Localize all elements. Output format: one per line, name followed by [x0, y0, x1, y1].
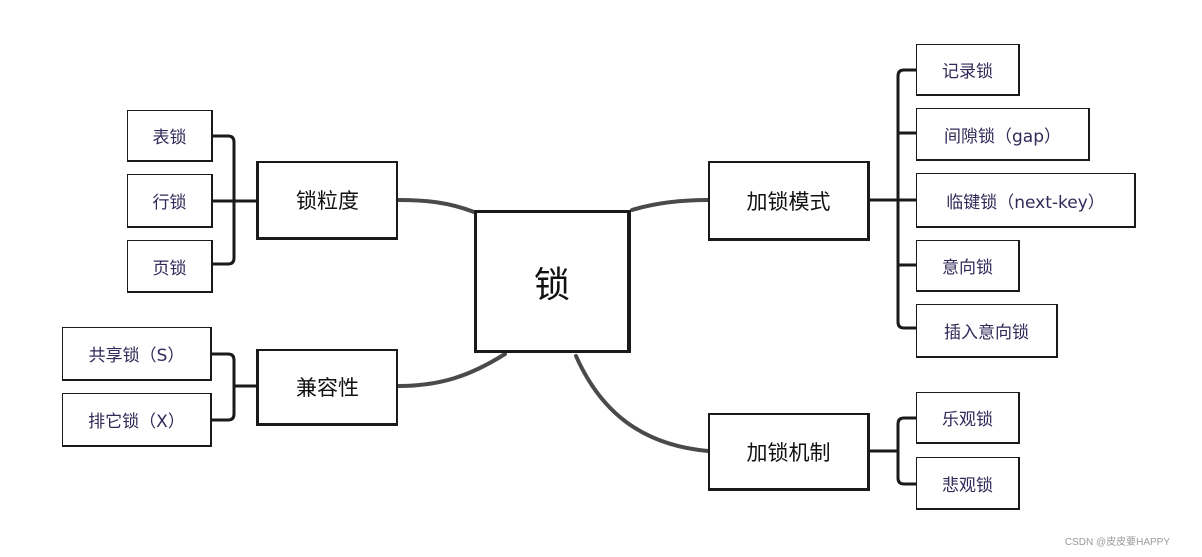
leaf-label: 表锁	[152, 128, 187, 148]
leaf-node-linjiansuo: 临键锁（next-key）	[916, 173, 1136, 228]
leaf-label: 意向锁	[942, 258, 993, 278]
branch-node-suolidu: 锁粒度	[256, 161, 398, 240]
bracket-jiasuojizhi	[896, 416, 916, 486]
leaf-label: 行锁	[152, 193, 187, 213]
leaf-node-jilusuo: 记录锁	[916, 44, 1020, 96]
watermark-text: CSDN @皮皮要HAPPY	[1064, 537, 1170, 548]
leaf-node-gongxiangsuo: 共享锁（S）	[62, 327, 212, 381]
branch-label: 兼容性	[296, 376, 359, 400]
center-node: 锁	[474, 210, 631, 353]
leaf-node-yixiangsuo: 意向锁	[916, 240, 1020, 292]
leaf-node-jianxisuo: 间隙锁（gap）	[916, 108, 1090, 161]
leaf-label: 临键锁（next-key）	[946, 192, 1105, 213]
leaf-label: 共享锁（S）	[88, 346, 185, 366]
branch-node-jiasuojizhi: 加锁机制	[708, 413, 870, 491]
leaf-label: 插入意向锁	[944, 323, 1029, 343]
branch-node-jianrongxing: 兼容性	[256, 349, 398, 426]
leaf-label: 乐观锁	[942, 410, 993, 430]
connector-center-to-jiasuomoshi	[630, 198, 710, 212]
branch-label: 加锁机制	[746, 440, 831, 465]
leaf-node-biaosuo: 表锁	[127, 110, 213, 162]
branch-label: 锁粒度	[296, 189, 359, 213]
leaf-node-yesuo: 页锁	[127, 240, 213, 293]
leaf-label: 页锁	[152, 258, 187, 279]
connector-center-to-jianrong	[396, 352, 507, 388]
bracket-suoli	[213, 134, 236, 266]
center-node-label: 锁	[533, 264, 570, 306]
leaf-node-hangsuo: 行锁	[127, 174, 213, 228]
bracket-jianrong	[212, 352, 236, 422]
branch-label: 加锁模式	[746, 189, 831, 214]
leaf-label: 排它锁（X）	[88, 412, 185, 432]
connector-center-to-jiasuojizhi	[574, 354, 710, 453]
leaf-node-charuyixiangsuo: 插入意向锁	[916, 304, 1058, 358]
bracket-jiasuomoshi	[896, 68, 916, 330]
branch-node-jiasuomoshi: 加锁模式	[708, 161, 870, 241]
leaf-label: 间隙锁（gap）	[944, 126, 1061, 147]
connector-center-to-suoli	[396, 198, 476, 214]
leaf-node-leguansuo: 乐观锁	[916, 392, 1020, 444]
leaf-label: 记录锁	[942, 62, 993, 82]
leaf-node-beiguansuo: 悲观锁	[916, 457, 1020, 510]
leaf-label: 悲观锁	[942, 475, 993, 496]
leaf-node-paitasuo: 排它锁（X）	[62, 393, 212, 447]
